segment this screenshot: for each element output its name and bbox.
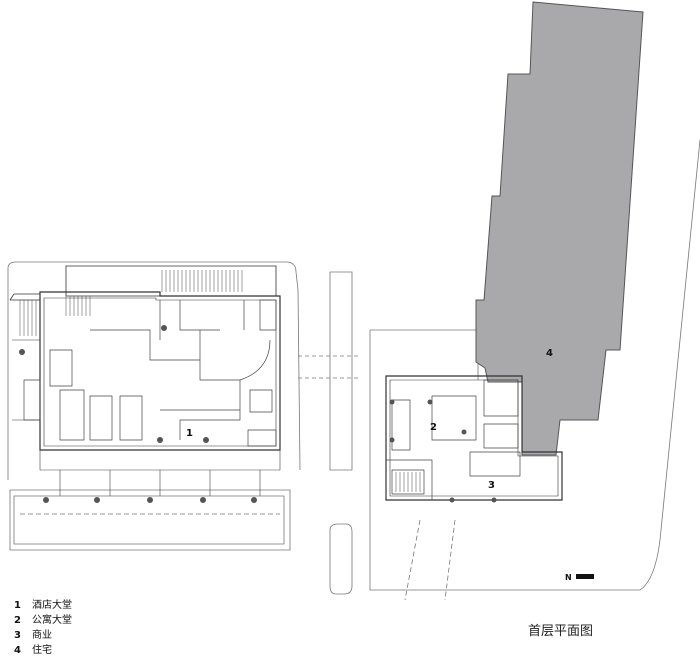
legend-number: 1 xyxy=(14,600,21,611)
drawing-title: 首层平面图 xyxy=(528,624,594,639)
legend-text: 住宅 xyxy=(32,645,52,656)
apartment-interior xyxy=(386,379,521,500)
zone-label-3: 3 xyxy=(488,480,495,491)
zone-label-1: 1 xyxy=(186,428,193,439)
legend-number: 2 xyxy=(14,615,21,626)
site-outlines xyxy=(7,139,700,601)
zone-label-2: 2 xyxy=(430,422,437,433)
legend-item: 2 公寓大堂 xyxy=(14,613,72,628)
north-arrow: N xyxy=(565,573,594,582)
legend-text: 公寓大堂 xyxy=(32,615,72,626)
legend-text: 商业 xyxy=(32,630,52,641)
north-label: N xyxy=(565,573,572,582)
legend-item: 3 商业 xyxy=(14,628,72,643)
hotel-columns xyxy=(19,325,257,503)
hotel-block xyxy=(9,265,281,451)
legend-item: 4 住宅 xyxy=(14,643,72,658)
zone-label-4: 4 xyxy=(546,348,553,359)
hotel-interior xyxy=(23,299,277,447)
legend-text: 酒店大堂 xyxy=(32,600,72,611)
hotel-stair-hatching xyxy=(19,270,243,336)
apartment-stair-hatching xyxy=(395,472,421,492)
zone-legend: 1 酒店大堂 2 公寓大堂 3 商业 4 住宅 xyxy=(14,598,72,658)
apartment-columns xyxy=(389,399,497,503)
legend-number: 3 xyxy=(14,630,21,641)
residential-tower-footprint xyxy=(475,1,644,456)
hotel-colonnade-line xyxy=(39,450,281,496)
legend-item: 1 酒店大堂 xyxy=(14,598,72,613)
legend-number: 4 xyxy=(14,645,21,656)
